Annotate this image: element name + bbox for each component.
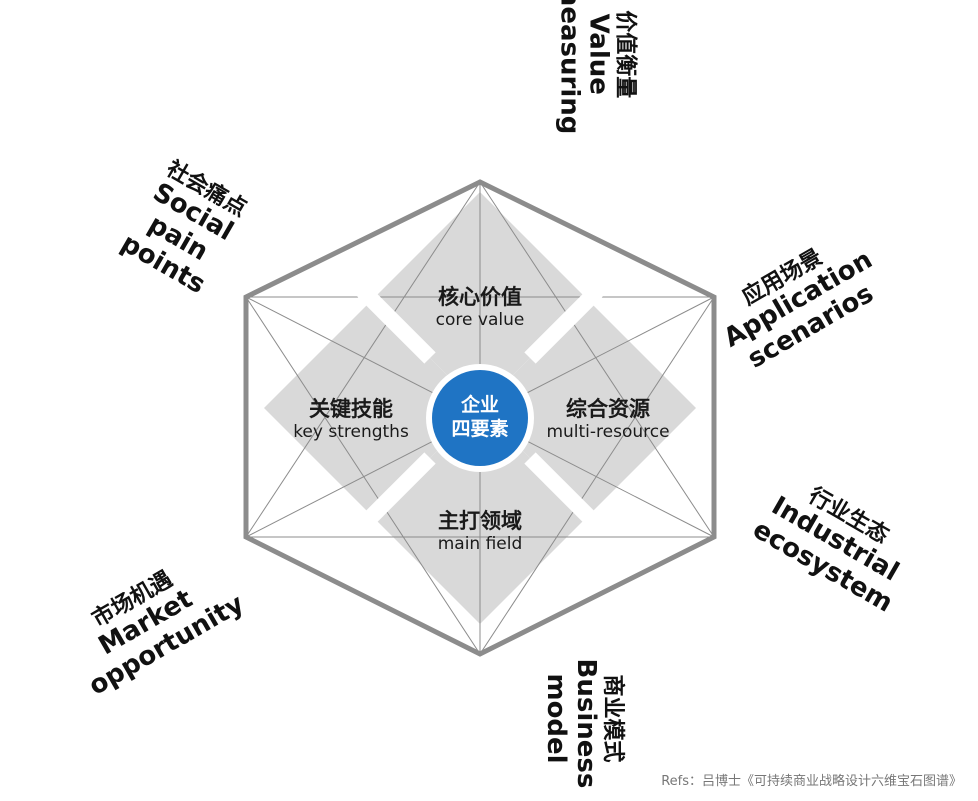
petal-gaps — [354, 282, 606, 534]
outer-label-en: Business model — [540, 658, 601, 789]
outer-label-business-model: 商业模式 Business model — [540, 658, 626, 789]
quadrant-label-cn: 主打领域 — [438, 509, 522, 533]
quadrant-label-en: core value — [435, 310, 525, 331]
quadrant-label-cn: 关键技能 — [309, 397, 393, 421]
quadrant-label-en: key strengths — [293, 422, 409, 443]
quadrant-label-cn: 综合资源 — [566, 397, 650, 421]
center-line-1: 企业 — [460, 394, 499, 417]
outer-label-cn: 价值衡量 — [612, 10, 638, 99]
refs-caption: Refs：吕博士《可持续商业战略设计六维宝石图谱》 — [661, 774, 962, 789]
center-circle: 企业 四要素 — [432, 370, 528, 466]
quadrant-label-en: main field — [437, 534, 523, 555]
quadrant-label-cn: 核心价值 — [438, 285, 522, 309]
quadrant-core-value: 核心价值 core value — [380, 284, 580, 332]
quadrant-multi-resource: 综合资源 multi-resource — [518, 396, 698, 444]
quadrant-label-en: multi-resource — [546, 422, 670, 443]
hexagon-outline — [243, 179, 717, 657]
outer-label-en: Value measuring — [554, 0, 614, 135]
quadrant-main-field: 主打领域 main field — [380, 508, 580, 556]
outer-label-cn: 商业模式 — [600, 674, 626, 763]
quadrant-key-strengths: 关键技能 key strengths — [266, 396, 436, 444]
outer-label-value-measuring: 价值衡量 Value measuring — [554, 0, 638, 135]
center-line-2: 四要素 — [451, 418, 509, 440]
